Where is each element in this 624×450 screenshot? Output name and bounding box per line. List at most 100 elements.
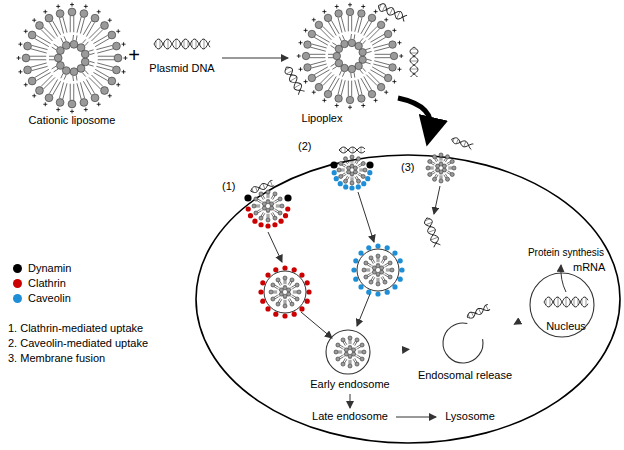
lipid-tail — [35, 38, 49, 46]
lipid-tail — [54, 44, 58, 47]
lipid-tail — [447, 172, 450, 174]
charge-mark — [348, 3, 352, 7]
lipid-head — [290, 278, 294, 282]
lipid-head — [368, 90, 375, 97]
base-pair — [160, 40, 161, 49]
charge-mark — [322, 98, 326, 102]
lipid-head — [355, 62, 362, 69]
lipid-tail — [43, 77, 55, 89]
lipid-head — [364, 275, 368, 279]
lipid-tail — [366, 48, 371, 49]
dna-strand — [410, 47, 418, 77]
lipid-head — [254, 211, 258, 215]
lipid-head — [273, 216, 277, 220]
lipid-tail — [91, 75, 103, 87]
charge-mark — [84, 4, 88, 8]
lipid-tail — [290, 282, 292, 286]
lipid-tail — [367, 51, 372, 52]
charge-mark — [299, 67, 303, 71]
lipid-tail — [274, 295, 278, 297]
callout-number: (3) — [401, 161, 414, 174]
lipid-tail — [257, 201, 261, 203]
lipid-tail — [256, 206, 260, 207]
lipid-head — [433, 177, 437, 181]
text-node: Late endosome — [306, 410, 394, 424]
lipid-tail — [31, 49, 47, 53]
lipid-head — [36, 87, 44, 95]
lipid-head — [68, 100, 76, 108]
lipid-tail — [268, 194, 269, 198]
lipid-tail — [364, 76, 372, 90]
lipid-tail — [61, 73, 63, 78]
dna-strand — [544, 297, 588, 307]
lipid-tail — [353, 359, 355, 363]
lipid-head — [271, 283, 275, 287]
lipid-tail — [35, 69, 49, 77]
figure-label: Plasmid DNA — [149, 62, 214, 75]
lipid-tail — [258, 199, 262, 201]
coat-dot — [366, 290, 371, 295]
base-pair — [410, 61, 418, 62]
lipid-tail — [32, 66, 48, 70]
lipid-head — [372, 266, 376, 270]
lipid-tail — [375, 54, 391, 55]
charge-mark — [122, 70, 126, 74]
lipid-head — [350, 181, 354, 185]
lipid-tail — [271, 195, 273, 199]
transcription-arrow — [561, 265, 566, 292]
lipid-tail — [368, 275, 372, 277]
lipid-tail — [331, 78, 339, 92]
charge-mark — [18, 42, 22, 46]
lipid-head — [278, 197, 282, 201]
lipid-tail — [73, 16, 74, 32]
lipid-tail — [375, 57, 391, 58]
lipid-head — [276, 302, 280, 306]
lipid-head — [357, 179, 361, 183]
dna-strand — [544, 297, 588, 307]
dna-strand — [250, 180, 275, 194]
lipid-tail — [354, 73, 356, 78]
coat-dot — [273, 312, 278, 317]
lipid-tail — [351, 159, 352, 163]
lipid-tail — [275, 297, 279, 299]
lipid-tail — [343, 342, 345, 346]
lipid-head — [369, 280, 373, 284]
base-pair — [345, 147, 346, 152]
lipid-tail — [97, 49, 113, 53]
lipid-head — [283, 304, 287, 308]
lipid-tail — [32, 45, 48, 49]
lipid-tail — [356, 345, 360, 347]
vesicle — [357, 249, 399, 291]
lipid-head — [344, 352, 348, 356]
charge-mark — [297, 54, 301, 58]
coat-protein — [258, 265, 311, 318]
lipid-tail — [341, 169, 345, 170]
lipid-tail — [440, 175, 441, 179]
lipid-head — [271, 297, 275, 301]
lipid-tail — [267, 194, 268, 198]
charge-mark — [392, 80, 396, 84]
node-label: Late endosome — [306, 410, 394, 423]
lipid-tail — [98, 59, 114, 60]
lipid-tail — [256, 205, 260, 206]
lipid-tail — [343, 174, 346, 176]
coat-dot — [343, 184, 348, 189]
lipid-tail — [448, 171, 451, 173]
coat-dot — [283, 213, 288, 218]
lipid-tail — [331, 46, 335, 49]
lipid-tail — [30, 59, 46, 60]
lipid-head — [384, 74, 391, 81]
lipid-head — [369, 256, 373, 260]
dna-helix — [339, 147, 365, 153]
lipid-tail — [340, 345, 344, 347]
lipid-head — [113, 42, 121, 50]
lipid-tail — [351, 16, 352, 32]
lipid-tail — [285, 300, 286, 304]
charge-mark — [384, 18, 388, 22]
lipid-tail — [359, 165, 362, 167]
lipid-head — [56, 99, 64, 107]
lipid-tail — [80, 82, 84, 98]
lipid-tail — [432, 162, 435, 164]
flow-arrow — [350, 394, 351, 408]
lipid-tail — [383, 276, 385, 280]
